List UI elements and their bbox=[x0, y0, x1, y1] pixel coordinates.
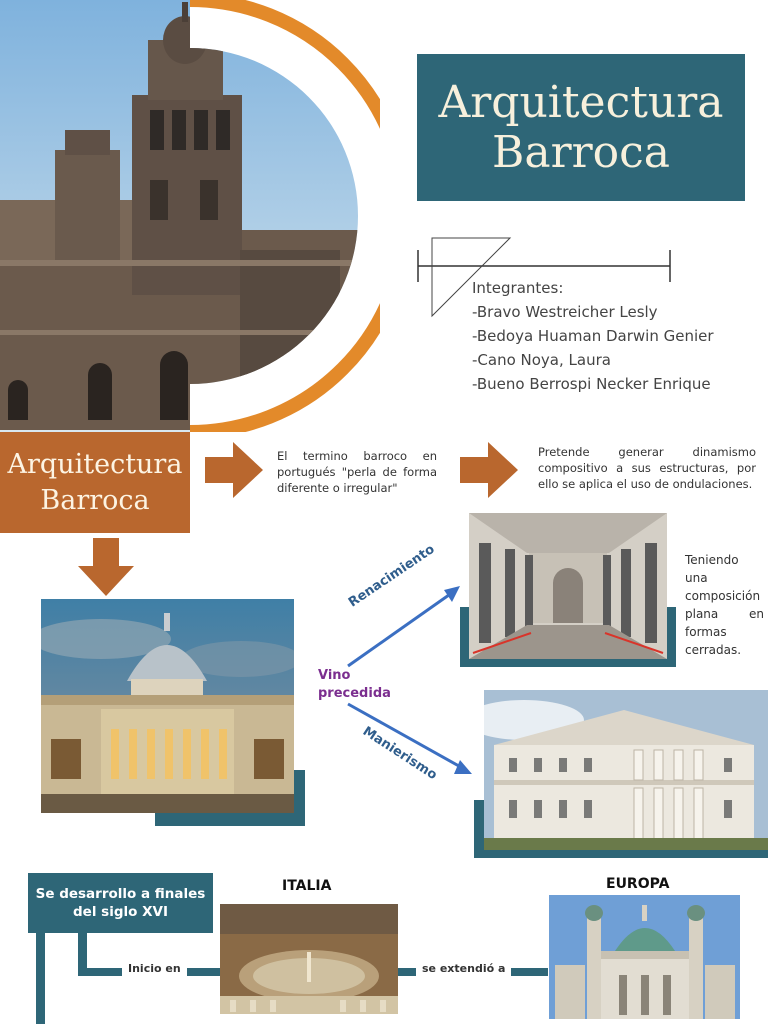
members-heading: Integrantes: bbox=[472, 279, 564, 297]
blue-arrows bbox=[347, 586, 472, 774]
st-peters-photo bbox=[41, 599, 294, 813]
orange-title-line2: Barroca bbox=[40, 484, 150, 516]
timeline-box-text: Se desarrollo a finales del siglo XVI bbox=[35, 886, 206, 920]
cathedral-photo bbox=[0, 0, 380, 432]
arrow-down-icon bbox=[78, 538, 134, 596]
member-item: -Bedoya Huaman Darwin Genier bbox=[472, 327, 714, 345]
member-item: -Bravo Westreicher Lesly bbox=[472, 303, 658, 321]
mannerist-villa-photo bbox=[484, 690, 768, 850]
orange-title-box: Arquitectura Barroca bbox=[0, 432, 190, 533]
title-line2: Barroca bbox=[492, 126, 670, 178]
member-item: -Cano Noya, Laura bbox=[472, 351, 611, 369]
europe-photo bbox=[549, 895, 740, 1019]
timeline-extended-label: se extendió a bbox=[416, 960, 512, 977]
decorative-lines bbox=[417, 237, 671, 318]
timeline-box: Se desarrollo a finales del siglo XVI bbox=[28, 873, 213, 933]
members-block: Integrantes: -Bravo Westreicher Lesly -B… bbox=[472, 276, 762, 396]
member-item: -Bueno Berrospi Necker Enrique bbox=[472, 375, 711, 393]
purpose-text: Pretende generar dinamismo compositivo a… bbox=[538, 445, 756, 491]
renaissance-interior-photo bbox=[469, 513, 667, 659]
timeline-vertical-line bbox=[36, 930, 45, 1024]
renaissance-text: Teniendo una composición plana en formas… bbox=[685, 553, 764, 657]
arrow-right-icon bbox=[460, 442, 518, 498]
definition-text: El termino barroco en portugués "perla d… bbox=[277, 449, 437, 495]
title-box: Arquitectura Barroca bbox=[417, 54, 745, 201]
preceded-label: Vino precedida bbox=[318, 668, 391, 701]
timeline-start-label: Inicio en bbox=[122, 960, 187, 977]
europe-label: EUROPA bbox=[606, 876, 670, 892]
italy-photo bbox=[220, 904, 398, 1014]
orange-title-line1: Arquitectura bbox=[7, 448, 183, 480]
italy-label: ITALIA bbox=[282, 878, 332, 894]
arrow-right-icon bbox=[205, 442, 263, 498]
timeline-connector bbox=[78, 930, 87, 972]
title-line1: Arquitectura bbox=[438, 76, 724, 128]
